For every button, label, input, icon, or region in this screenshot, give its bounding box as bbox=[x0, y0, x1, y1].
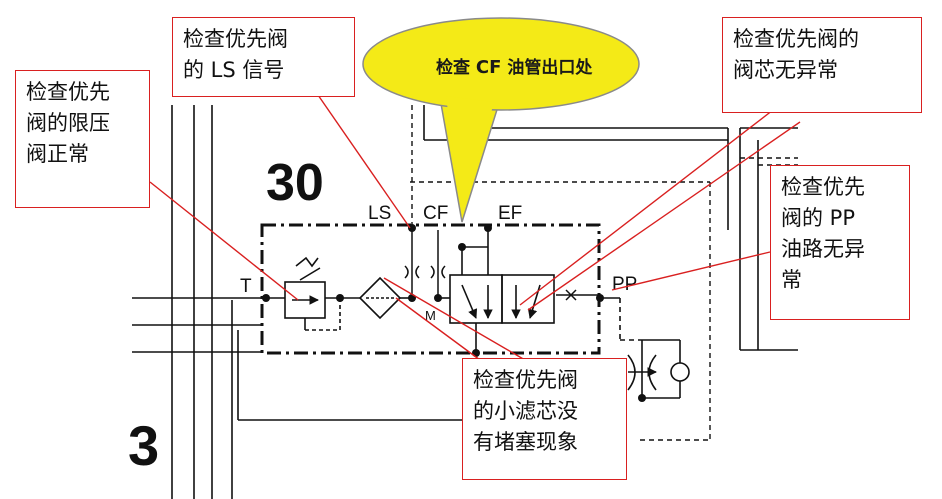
callout-filter: 检查优先阀 的小滤芯没 有堵塞现象 bbox=[462, 358, 627, 480]
callout-ls-signal: 检查优先阀 的 LS 信号 bbox=[172, 17, 355, 97]
bubble-text: 检查 CF 油管出口处 bbox=[436, 53, 592, 78]
junction-dots bbox=[262, 224, 646, 402]
leader-lines bbox=[149, 94, 801, 361]
filter-symbol bbox=[358, 276, 412, 320]
vertical-supply-lines bbox=[171, 105, 239, 499]
priority-valve-housing bbox=[260, 223, 601, 355]
port-t-label: T bbox=[240, 276, 252, 297]
bubble-text-suffix: 油管出口处 bbox=[501, 58, 593, 78]
callout-valve-core: 检查优先阀的 阀芯无异常 bbox=[722, 17, 922, 113]
orifices bbox=[404, 230, 598, 301]
relief-valve-symbol bbox=[268, 256, 360, 331]
port-m-label: M bbox=[425, 308, 436, 323]
side-number: 3 bbox=[128, 414, 159, 477]
bubble-text-prefix: 检查 bbox=[436, 58, 476, 78]
callout-relief-valve: 检查优先 阀的限压 阀正常 bbox=[15, 70, 150, 208]
port-pp-label: PP bbox=[612, 274, 637, 295]
block-number: 30 bbox=[266, 154, 324, 212]
bubble-text-cf: CF bbox=[475, 57, 502, 78]
port-ls-label: LS bbox=[368, 203, 391, 224]
port-cf-label: CF bbox=[423, 203, 448, 224]
port-ef-label: EF bbox=[498, 203, 522, 224]
cf-speech-bubble bbox=[362, 17, 640, 223]
callout-pp-line: 检查优先 阀的 PP 油路无异 常 bbox=[770, 165, 910, 320]
priority-spool-symbol bbox=[438, 225, 555, 353]
